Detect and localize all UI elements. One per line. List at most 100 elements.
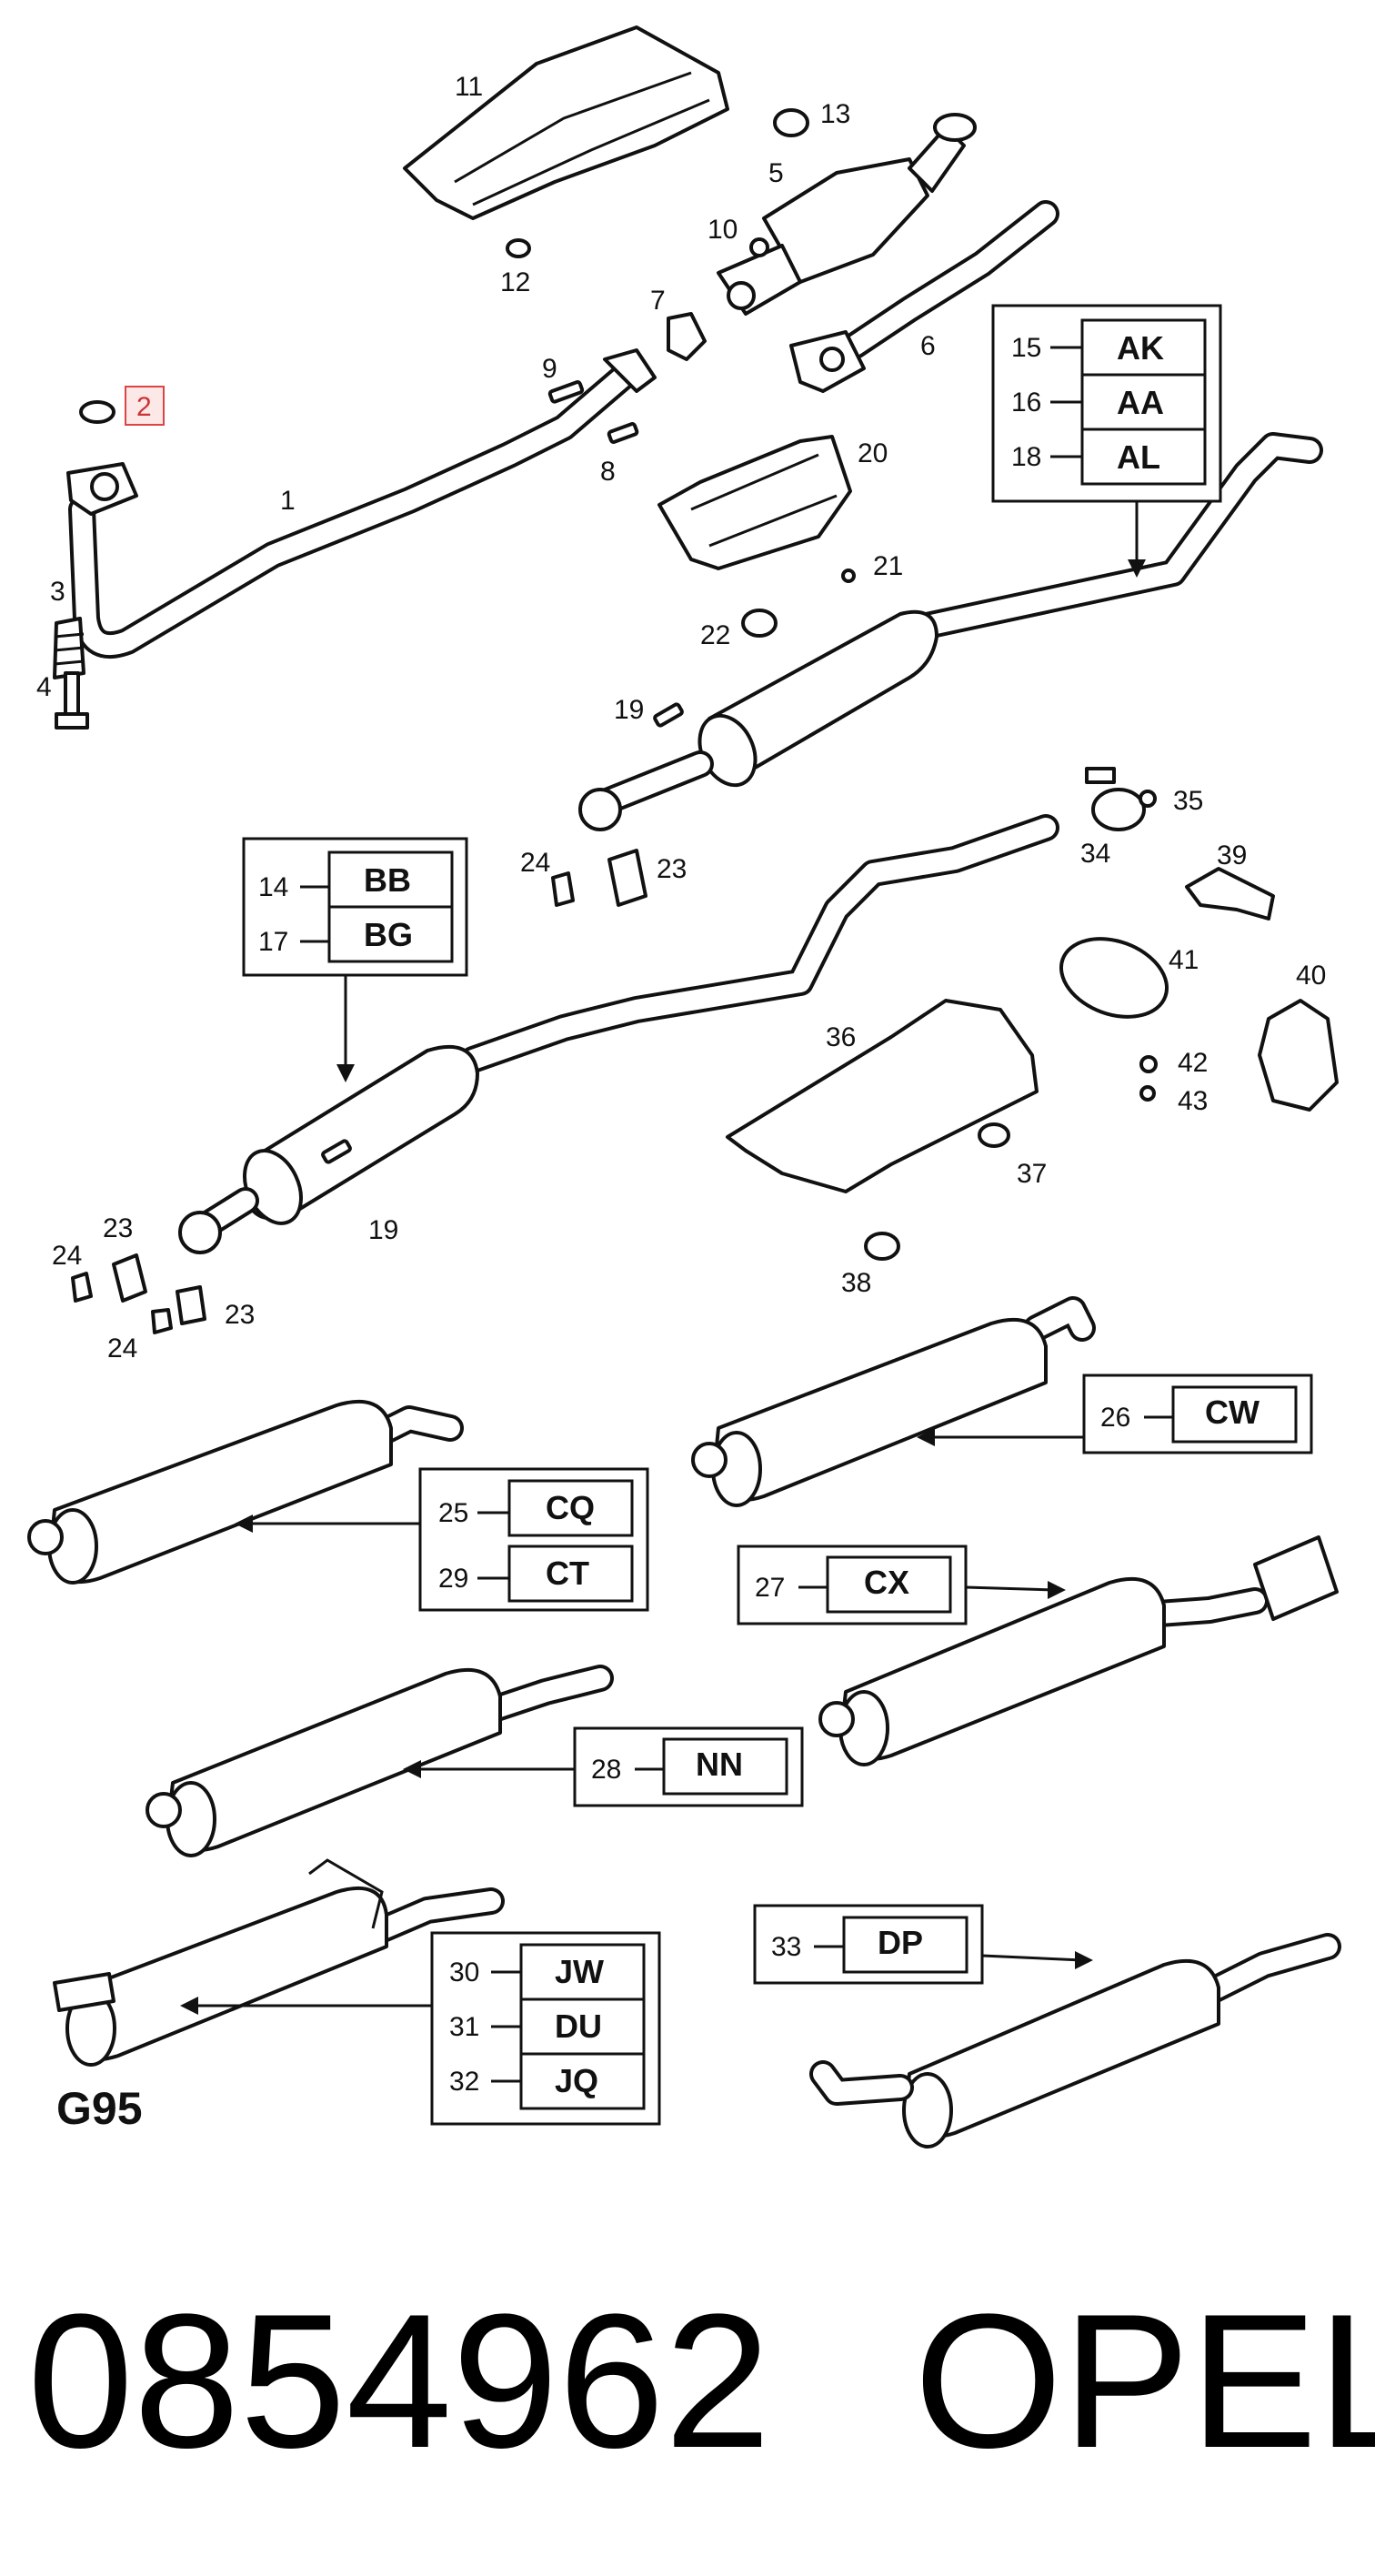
callout-35: 35: [1173, 786, 1203, 816]
svg-text:31: 31: [449, 2012, 479, 2042]
nut-10: [749, 237, 769, 257]
silencer-variant-25: [27, 1399, 464, 1585]
svg-text:2: 2: [136, 392, 152, 422]
svg-text:33: 33: [771, 1932, 801, 1962]
clip-24-a: [71, 1272, 93, 1303]
callout-39: 39: [1217, 840, 1247, 870]
bolt-4: [55, 671, 89, 730]
callout-7: 7: [650, 286, 666, 316]
bracket-39: [1185, 867, 1275, 921]
svg-text:CQ: CQ: [546, 1489, 595, 1526]
callout-37: 37: [1017, 1159, 1047, 1189]
svg-text:27: 27: [755, 1573, 785, 1603]
rubber-mount-3: [53, 617, 85, 679]
code-group-ak-aa-al: 15 16 18 AK AA AL: [991, 304, 1222, 578]
callout-41: 41: [1169, 945, 1199, 975]
svg-text:29: 29: [438, 1564, 468, 1594]
callout-21: 21: [873, 551, 903, 581]
svg-text:32: 32: [449, 2067, 479, 2097]
callout-labels: 1 3 4 5 6 7 8 9 10 11 12 13 19 20 21 22 …: [36, 72, 1326, 1363]
silencer-variant-33: [809, 1933, 1341, 2148]
heat-shield-11: [403, 25, 729, 220]
exhaust-pipe-1: [66, 348, 657, 659]
nut-22: [741, 609, 778, 638]
svg-text:DP: DP: [878, 1924, 923, 1961]
callout-23-upper: 23: [657, 854, 687, 884]
callout-34: 34: [1080, 839, 1110, 869]
callout-11: 11: [455, 72, 483, 102]
nut-42: [1139, 1055, 1158, 1073]
svg-text:26: 26: [1100, 1403, 1130, 1433]
clip-24-b: [151, 1308, 173, 1334]
callout-3: 3: [50, 577, 65, 607]
callout-42: 42: [1178, 1048, 1208, 1078]
callout-4: 4: [36, 672, 52, 702]
svg-text:CX: CX: [864, 1564, 909, 1601]
svg-text:NN: NN: [696, 1746, 743, 1783]
callout-19: 19: [614, 695, 644, 725]
nut-38: [864, 1232, 900, 1261]
callout-1: 1: [280, 486, 296, 516]
clamp-23: [607, 849, 647, 907]
callout-22: 22: [700, 620, 730, 650]
callout-20: 20: [858, 438, 888, 468]
svg-text:AK: AK: [1117, 329, 1164, 367]
clamp-34: [1085, 767, 1146, 831]
catalytic-converter-5: [717, 113, 977, 316]
nut-12: [506, 238, 531, 258]
brand-name: OPEL: [914, 2274, 1375, 2488]
svg-text:CT: CT: [546, 1555, 589, 1592]
svg-text:DU: DU: [555, 2007, 602, 2045]
gasket-2: [79, 400, 115, 424]
center-silencer-assembly: [578, 432, 1323, 831]
code-group-cx: 27 CX: [737, 1545, 1066, 1625]
svg-text:JW: JW: [555, 1953, 604, 1990]
rear-silencer-assembly: [178, 814, 1059, 1254]
callout-38: 38: [841, 1268, 871, 1298]
callout-12: 12: [500, 267, 530, 297]
bolt-19: [653, 702, 684, 728]
svg-text:30: 30: [449, 1957, 479, 1987]
clamp-23-b: [176, 1285, 206, 1325]
callout-23-b: 23: [225, 1300, 255, 1330]
bolt-8: [607, 422, 639, 444]
code-group-dp: 33 DP: [753, 1904, 1093, 1985]
svg-text:14: 14: [258, 872, 288, 902]
callout-40: 40: [1296, 961, 1326, 991]
svg-text:BG: BG: [364, 916, 413, 953]
svg-text:15: 15: [1011, 333, 1041, 363]
callout-2-highlight[interactable]: 2: [125, 386, 165, 426]
svg-text:AL: AL: [1117, 438, 1160, 476]
nut-21: [841, 569, 856, 583]
svg-text:CW: CW: [1205, 1394, 1260, 1431]
code-group-nn: 28 NN: [403, 1726, 804, 1807]
front-pipe-6: [789, 200, 1059, 393]
clamp-41: [1059, 937, 1169, 1019]
silencer-variant-27: [818, 1535, 1339, 1766]
callout-6: 6: [920, 331, 936, 361]
callout-8: 8: [600, 457, 616, 487]
code-group-jw-du-jq: 30 31 32 JW DU JQ: [180, 1931, 661, 2126]
heat-shield-36: [726, 999, 1039, 1193]
callout-36: 36: [826, 1022, 856, 1052]
callout-23-a: 23: [103, 1213, 133, 1243]
svg-text:AA: AA: [1117, 384, 1164, 421]
nut-37: [978, 1122, 1010, 1148]
code-group-cq-ct: 25 29 CQ CT: [235, 1467, 649, 1612]
callout-5: 5: [768, 158, 784, 188]
section-code: G95: [56, 2083, 143, 2134]
clamp-23-a: [112, 1253, 147, 1303]
svg-text:BB: BB: [364, 861, 411, 899]
code-group-bb-bg: 14 17 BB BG: [242, 837, 468, 1082]
callout-10: 10: [708, 215, 738, 245]
clip-24: [551, 871, 575, 907]
callout-19-lower: 19: [368, 1215, 398, 1245]
bolt-9: [547, 380, 585, 404]
svg-text:17: 17: [258, 927, 288, 957]
part-number: 0854962: [27, 2274, 771, 2488]
callout-24-upper: 24: [520, 848, 550, 878]
silencer-variant-28: [146, 1665, 614, 1857]
svg-text:25: 25: [438, 1498, 468, 1528]
callout-24-a: 24: [52, 1241, 82, 1271]
